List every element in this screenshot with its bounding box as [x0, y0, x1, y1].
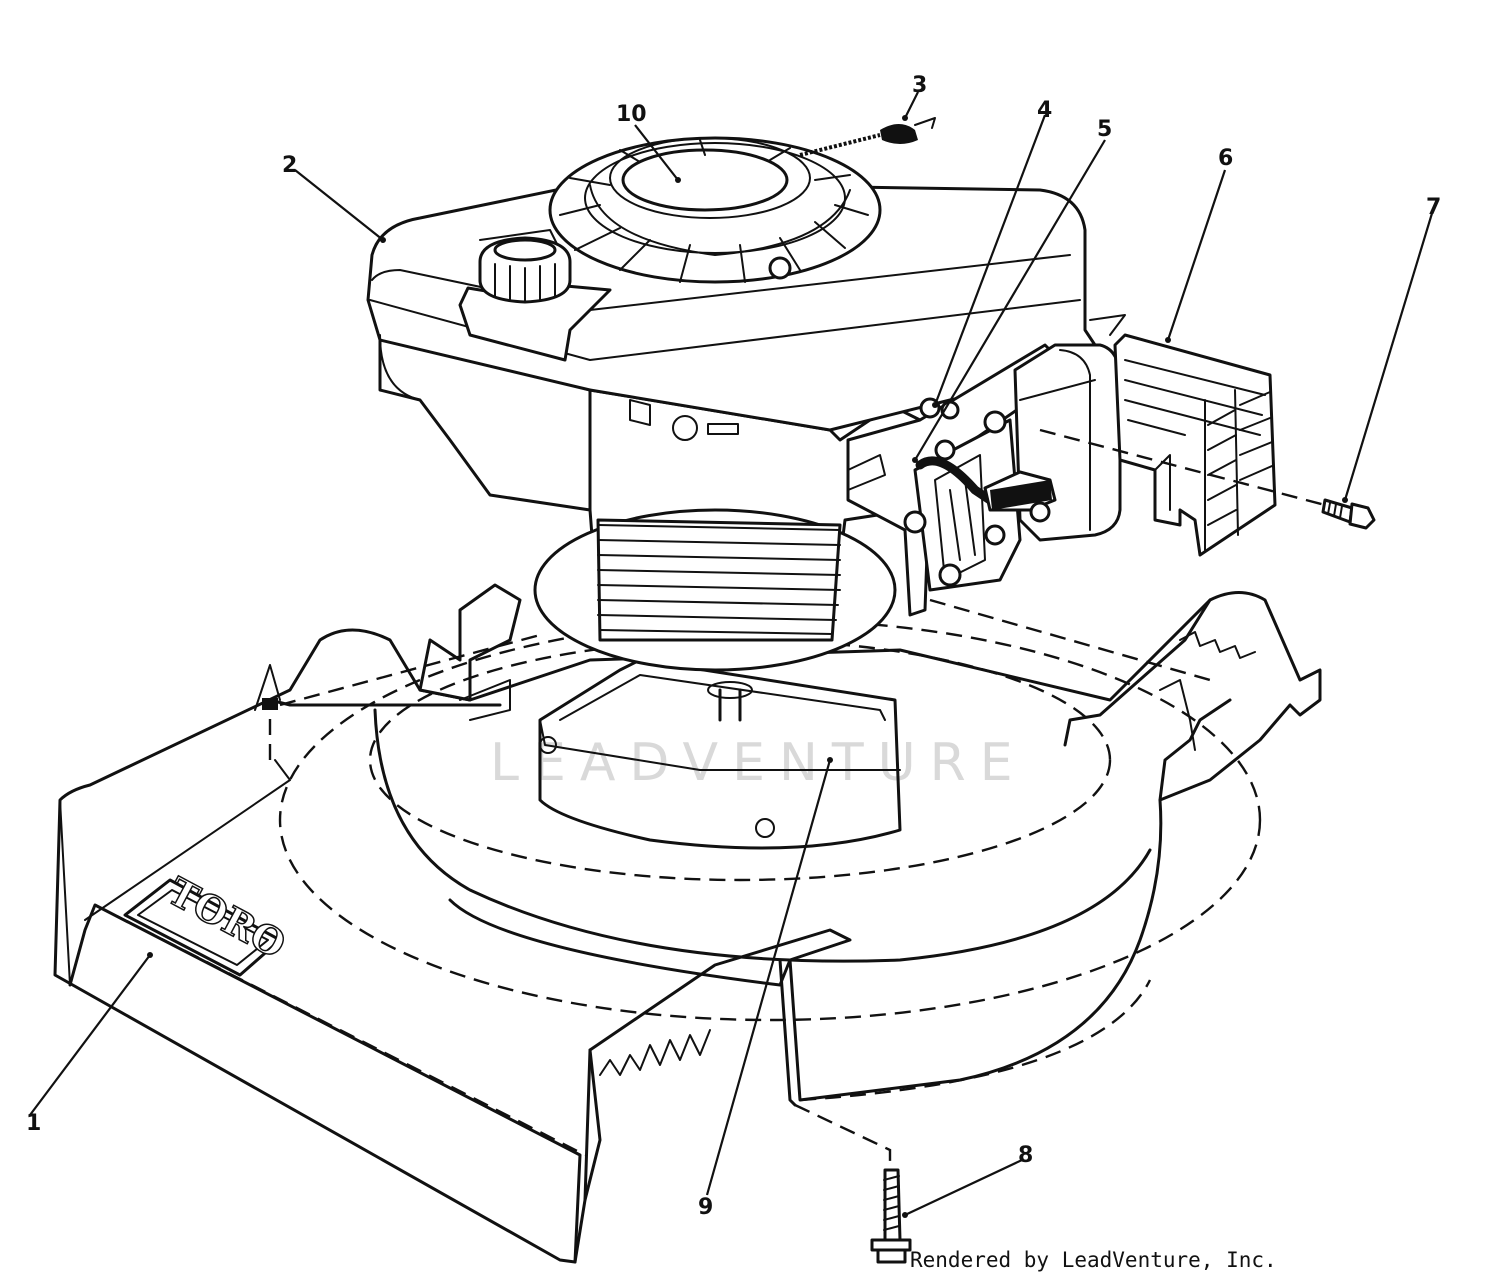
guard-screw — [1321, 498, 1376, 530]
callout-5: 5 — [1097, 117, 1112, 142]
callout-2: 2 — [282, 153, 297, 178]
leader-lines — [29, 91, 1435, 1218]
muffler-guard — [1113, 333, 1277, 557]
toro-logo-plate: TORO — [123, 868, 294, 977]
engine-mount-bolt — [870, 1168, 912, 1264]
fuel-cap — [478, 236, 572, 304]
callout-6: 6 — [1218, 146, 1233, 171]
watermark: LEADVENTURE — [490, 733, 1027, 793]
mower-deck: TORO — [53, 583, 1322, 1264]
render-credit: Rendered by LeadVenture, Inc. — [910, 1248, 1277, 1272]
engine-assembly — [366, 136, 1126, 672]
deck-hinge-pin — [262, 698, 278, 710]
callout-9: 9 — [698, 1195, 713, 1220]
throttle-cable — [799, 117, 936, 157]
callout-1: 1 — [26, 1111, 41, 1136]
recoil-starter — [548, 136, 882, 284]
baffle-ring — [538, 658, 902, 850]
callout-10: 10 — [616, 102, 647, 127]
blade-housing-outline — [278, 618, 1262, 1022]
callout-4: 4 — [1037, 98, 1052, 123]
callout-8: 8 — [1018, 1143, 1033, 1168]
callout-3: 3 — [912, 73, 927, 98]
callout-7: 7 — [1426, 195, 1441, 220]
